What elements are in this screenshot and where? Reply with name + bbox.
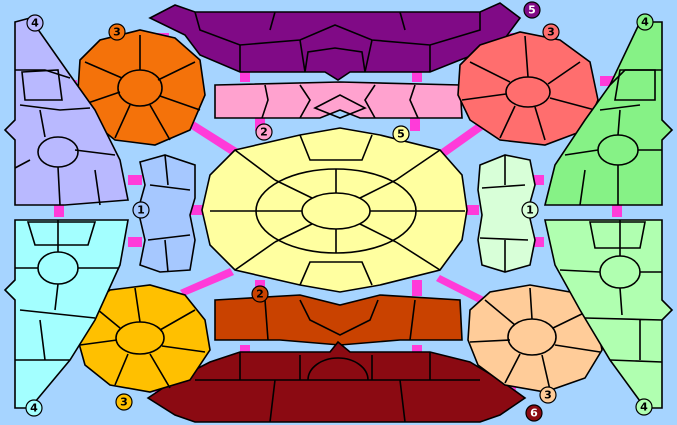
region-top-inner-strip[interactable]: [214, 81, 463, 119]
svg-text:5: 5: [397, 128, 405, 141]
svg-text:6: 6: [530, 407, 538, 420]
region-bottom-right-flower[interactable]: [467, 284, 603, 393]
badge-bottom-strip: 6: [525, 404, 543, 422]
badge-bottom-inner-strip: 2: [251, 285, 269, 303]
badge-left-top-wing: 4: [26, 14, 44, 32]
svg-text:2: 2: [260, 126, 268, 139]
region-left-mid-tile[interactable]: [137, 154, 196, 273]
badge-top-strip: 5: [523, 1, 541, 19]
badge-right-top-wing: 4: [636, 13, 654, 31]
region-bottom-strip[interactable]: [146, 340, 527, 423]
badge-left-bottom-wing: 4: [25, 399, 43, 417]
svg-text:2: 2: [256, 288, 264, 301]
svg-text:4: 4: [31, 17, 39, 30]
region-left-bottom-wing[interactable]: [3, 219, 129, 409]
badge-top-right-flower: 3: [542, 23, 560, 41]
region-bottom-inner-strip[interactable]: [214, 294, 463, 346]
region-right-top-wing[interactable]: [543, 21, 674, 206]
svg-text:4: 4: [641, 16, 649, 29]
badge-bottom-left-flower: 3: [115, 393, 133, 411]
svg-text:5: 5: [528, 4, 536, 17]
region-top-strip[interactable]: [148, 2, 522, 81]
badge-center-oval: 5: [392, 125, 410, 143]
badge-right-bottom-wing: 4: [635, 398, 653, 416]
region-left-top-wing[interactable]: [3, 17, 129, 206]
svg-text:1: 1: [526, 204, 534, 217]
badge-right-mid-tile: 1: [521, 201, 539, 219]
badge-top-left-flower: 3: [108, 23, 126, 41]
svg-text:3: 3: [544, 389, 552, 402]
region-right-bottom-wing[interactable]: [544, 219, 674, 409]
region-right-mid-tile[interactable]: [477, 154, 536, 273]
svg-text:3: 3: [120, 396, 128, 409]
region-center-oval[interactable]: [201, 127, 468, 293]
svg-text:4: 4: [640, 401, 648, 414]
svg-text:1: 1: [137, 204, 145, 217]
region-bottom-left-flower[interactable]: [77, 284, 211, 393]
badge-bottom-right-flower: 3: [539, 386, 557, 404]
region-top-left-flower[interactable]: [77, 29, 206, 146]
badges: 5 2 5 2 6 3 3 3: [25, 1, 654, 422]
badge-left-mid-tile: 1: [132, 201, 150, 219]
svg-text:3: 3: [113, 26, 121, 39]
badge-top-inner-strip: 2: [255, 123, 273, 141]
svg-text:4: 4: [30, 402, 38, 415]
svg-text:3: 3: [547, 26, 555, 39]
